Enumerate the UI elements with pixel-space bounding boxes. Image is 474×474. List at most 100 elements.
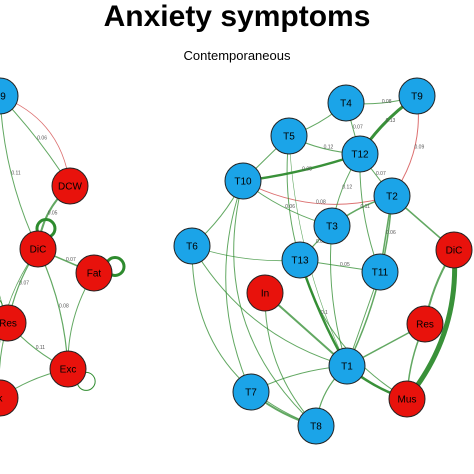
node-right-DiC: DiC xyxy=(435,231,473,269)
node-circle xyxy=(327,84,365,122)
node-right-T4: T4 xyxy=(327,84,365,122)
node-circle xyxy=(173,227,211,265)
node-left-Fat: Fat xyxy=(75,254,113,292)
node-label: T11 xyxy=(372,268,389,279)
node-label: T7 xyxy=(245,388,257,399)
node-label: T2 xyxy=(386,192,398,203)
node-circle xyxy=(373,177,411,215)
edge-weight-label: 0.07 xyxy=(376,171,386,177)
node-circle xyxy=(328,347,366,385)
edge-weight-label: 0.13 xyxy=(386,118,396,124)
edge-weight-label: 0.08 xyxy=(316,199,326,205)
node-right-T6: T6 xyxy=(173,227,211,265)
node-left-DiC: DiC xyxy=(19,230,57,268)
node-circle xyxy=(232,373,270,411)
figure-title: Anxiety symptoms xyxy=(103,0,371,33)
edge-label-layer: 0.11 0.06 0.05 0.07 0.07 0.08 0.11 0.08 0.12 0.07… xyxy=(11,99,424,351)
node-circle xyxy=(0,77,19,115)
node-right-T2: T2 xyxy=(373,177,411,215)
node-left-Res: Res xyxy=(0,304,27,342)
node-label: k xyxy=(0,394,4,405)
node-circle xyxy=(297,407,335,445)
node-right-Res: Res xyxy=(406,305,444,343)
edge-weight-label: 0.09 xyxy=(415,145,425,151)
node-right-In: In xyxy=(246,274,284,312)
node-circle xyxy=(0,304,27,342)
node-label: DiC xyxy=(446,246,463,257)
node-right-T3: T3 xyxy=(313,207,351,245)
node-label: T9 xyxy=(411,92,423,103)
edge-right-T6-T8 xyxy=(191,245,317,427)
node-label: T12 xyxy=(351,150,369,161)
node-right-T10: T10 xyxy=(224,162,262,200)
node-label: Exc xyxy=(60,365,77,376)
edge-weight-label: 0.11 xyxy=(361,204,371,210)
node-circle xyxy=(341,135,379,173)
edge-weight-label: 0.07 xyxy=(353,125,363,131)
node-right-T7: T7 xyxy=(232,373,270,411)
edge-weight-label: 0.06 xyxy=(285,204,295,210)
edge-right-T6-T1 xyxy=(191,245,348,367)
node-label: Res xyxy=(0,319,17,330)
edge-weight-label: 0.08 xyxy=(59,304,69,310)
node-label: DCW xyxy=(58,182,82,193)
node-left-Exc: Exc xyxy=(49,350,87,388)
node-left-k: k xyxy=(0,379,19,417)
node-circle xyxy=(388,380,426,418)
node-circle xyxy=(361,253,399,291)
node-circle xyxy=(281,241,319,279)
node-circle xyxy=(0,379,19,417)
node-right-T8: T8 xyxy=(297,407,335,445)
node-circle xyxy=(49,350,87,388)
edge-weight-label: 0.06 xyxy=(386,230,396,236)
node-circle xyxy=(435,231,473,269)
node-circle xyxy=(270,117,308,155)
node-label: T10 xyxy=(234,177,252,188)
node-right-T12: T12 xyxy=(341,135,379,173)
node-left-DCW: DCW xyxy=(51,167,89,205)
figure-subtitle: Contemporaneous xyxy=(183,48,291,63)
edge-right-DiC-Mus xyxy=(405,249,458,401)
node-circle xyxy=(75,254,113,292)
edge-right-T3-T1 xyxy=(330,225,348,367)
edge-weight-label: 0.1 xyxy=(321,310,328,316)
edge-weight-label: 0.05 xyxy=(48,210,58,216)
edge-weight-label: 0.08 xyxy=(382,99,392,105)
node-right-T13: T13 xyxy=(281,241,319,279)
node-label: Fat xyxy=(87,269,102,280)
edge-right-T10-T7 xyxy=(225,180,252,393)
node-label: T3 xyxy=(326,222,338,233)
edge-right-T10-T8 xyxy=(233,180,317,427)
edge-weight-label: 0.07 xyxy=(66,257,76,263)
node-label: In xyxy=(261,289,269,300)
node-label: T8 xyxy=(310,422,322,433)
edge-left-T9-Res xyxy=(0,96,9,324)
node-label: T9 xyxy=(0,92,6,103)
node-label: T5 xyxy=(283,132,295,143)
node-label: Res xyxy=(416,320,434,331)
node-left-T9: T9 xyxy=(0,77,19,115)
node-label: DiC xyxy=(30,245,47,256)
node-circle xyxy=(224,162,262,200)
edge-weight-label: 0.12 xyxy=(342,185,352,191)
node-circle xyxy=(313,207,351,245)
edge-weight-label: 0.05 xyxy=(340,262,350,268)
node-right-T5: T5 xyxy=(270,117,308,155)
edge-weight-label: 0.11 xyxy=(11,170,21,176)
edge-weight-label: 0.08 xyxy=(316,239,326,245)
node-label: T4 xyxy=(340,99,352,110)
node-label: T1 xyxy=(341,362,353,373)
node-label: Mus xyxy=(398,395,417,406)
edge-weight-label: 0.05 xyxy=(302,166,312,172)
node-right-T9: T9 xyxy=(398,77,436,115)
edge-weight-label: 0.07 xyxy=(19,281,29,287)
node-label: T6 xyxy=(186,242,198,253)
node-circle xyxy=(246,274,284,312)
edge-right-T5-T13 xyxy=(286,135,301,261)
node-right-T11: T11 xyxy=(361,253,399,291)
node-label: T13 xyxy=(291,256,309,267)
node-circle xyxy=(406,305,444,343)
